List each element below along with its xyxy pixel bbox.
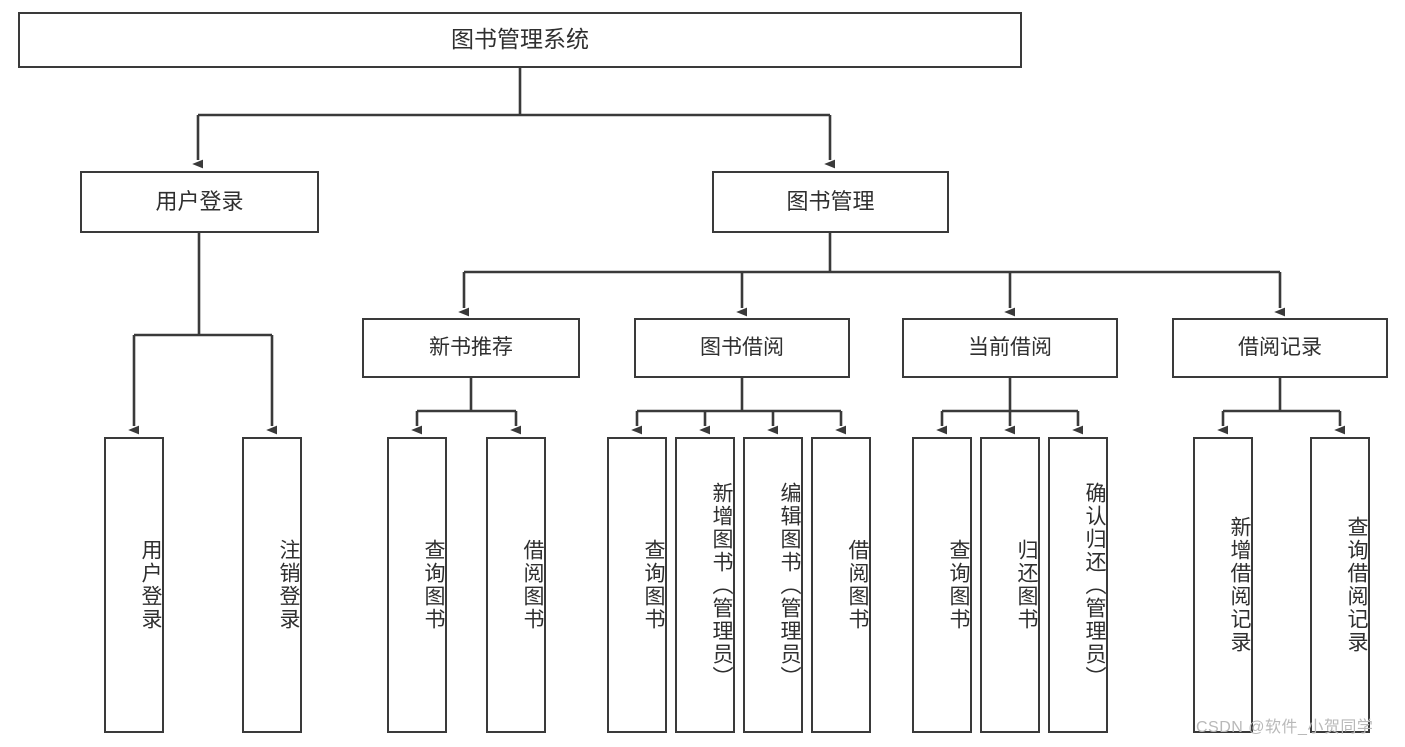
node-label: 查询借阅记录 <box>1345 516 1368 654</box>
node-label: 新增借阅记录 <box>1228 516 1251 654</box>
leaf-borrow-add-book-admin[interactable]: 新增图书（管理员） <box>675 437 735 733</box>
node-label: 查询图书 <box>642 539 665 631</box>
leaf-current-return-book[interactable]: 归还图书 <box>980 437 1040 733</box>
node-label: 借阅记录 <box>1238 335 1322 359</box>
node-label: 查询图书 <box>947 539 970 631</box>
node-label: 新书推荐 <box>429 335 513 359</box>
leaf-record-add-borrow-record[interactable]: 新增借阅记录 <box>1193 437 1253 733</box>
csdn-watermark: CSDN @软件_小贺同学 <box>1196 719 1374 736</box>
node-root-system[interactable]: 图书管理系统 <box>18 12 1022 68</box>
node-label: 借阅图书 <box>846 539 869 631</box>
leaf-current-query-book[interactable]: 查询图书 <box>912 437 972 733</box>
node-label: 图书借阅 <box>700 335 784 359</box>
node-label: 注销登录 <box>277 539 300 631</box>
node-label: 新增图书（管理员） <box>710 481 733 689</box>
node-label: 当前借阅 <box>968 335 1052 359</box>
node-borrow-record[interactable]: 借阅记录 <box>1172 318 1388 378</box>
node-label: 借阅图书 <box>521 539 544 631</box>
node-new-book-recommend[interactable]: 新书推荐 <box>362 318 580 378</box>
node-label: 用户登录 <box>139 539 162 631</box>
node-label: 查询图书 <box>422 539 445 631</box>
node-label: 编辑图书（管理员） <box>778 481 801 689</box>
leaf-borrow-borrow-book[interactable]: 借阅图书 <box>811 437 871 733</box>
node-current-borrow[interactable]: 当前借阅 <box>902 318 1118 378</box>
leaf-user-logout[interactable]: 注销登录 <box>242 437 302 733</box>
node-book-borrow[interactable]: 图书借阅 <box>634 318 850 378</box>
leaf-current-confirm-return-admin[interactable]: 确认归还（管理员） <box>1048 437 1108 733</box>
leaf-record-query-borrow-record[interactable]: 查询借阅记录 <box>1310 437 1370 733</box>
leaf-borrow-query-book[interactable]: 查询图书 <box>607 437 667 733</box>
node-label: 图书管理 <box>786 189 875 215</box>
node-label: 用户登录 <box>155 189 244 215</box>
leaf-user-login[interactable]: 用户登录 <box>104 437 164 733</box>
node-label: 确认归还（管理员） <box>1083 481 1106 689</box>
leaf-recommend-borrow-book[interactable]: 借阅图书 <box>486 437 546 733</box>
node-label: 图书管理系统 <box>451 26 589 53</box>
node-book-management[interactable]: 图书管理 <box>712 171 949 233</box>
node-user-login[interactable]: 用户登录 <box>80 171 319 233</box>
leaf-borrow-edit-book-admin[interactable]: 编辑图书（管理员） <box>743 437 803 733</box>
leaf-recommend-query-book[interactable]: 查询图书 <box>387 437 447 733</box>
node-label: 归还图书 <box>1015 539 1038 631</box>
